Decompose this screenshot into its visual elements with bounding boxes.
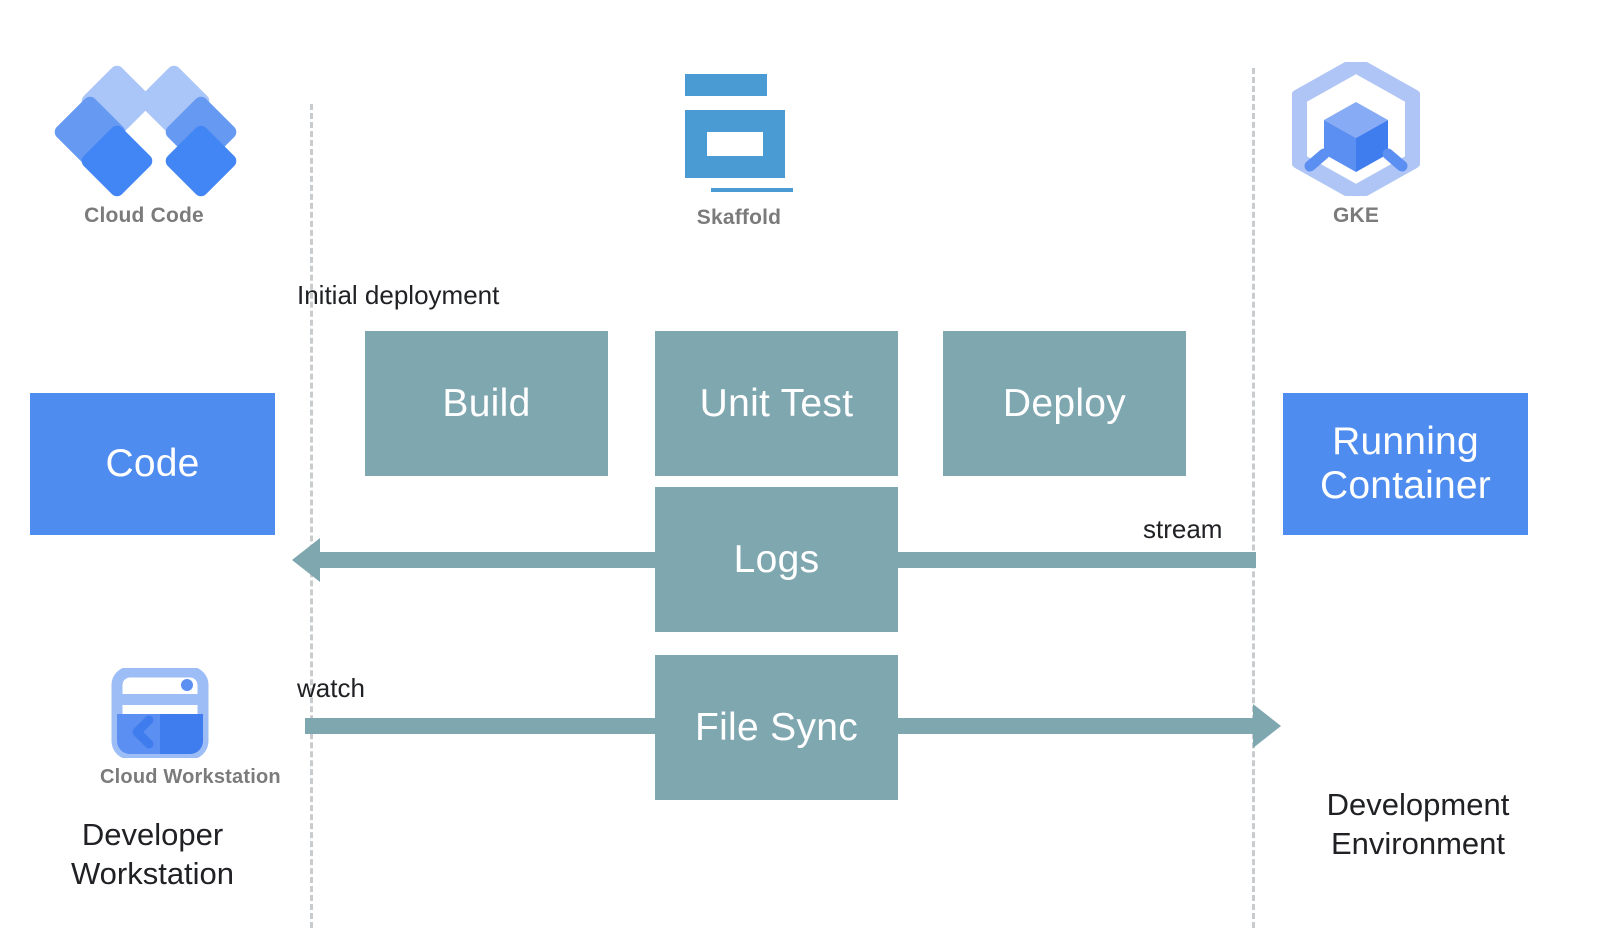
logs-arrow-head-left [292,538,320,582]
process-box-deploy[interactable]: Deploy [943,331,1186,476]
caption-development-environment: Development Environment [1326,787,1510,862]
process-box-logs[interactable]: Logs [655,487,898,632]
endpoint-box-running-container[interactable]: Running Container [1283,393,1528,535]
label-stream: stream [1143,514,1223,544]
cloud-workstation-code-window-icon [111,666,209,760]
skaffold-s-icon [663,70,815,210]
lane-divider-right [1252,68,1255,928]
file-sync-arrow-head-right [1253,704,1281,748]
gke-hexagon-cube-icon [1291,57,1421,201]
label-initial-deployment: Initial deployment [297,280,500,310]
process-box-unit-test[interactable]: Unit Test [655,331,898,476]
process-box-build[interactable]: Build [365,331,608,476]
logo-caption-cloud-workstation: Cloud Workstation [100,766,281,788]
caption-developer-workstation: Developer Workstation [70,817,235,892]
logo-caption-gke: GKE [1332,204,1380,227]
label-watch: watch [297,673,365,703]
cloud-code-diamonds-icon [51,62,240,200]
endpoint-box-code[interactable]: Code [30,393,275,535]
logo-skaffold: Skaffold [663,70,815,230]
logo-cloud-workstation: Cloud Workstation [100,666,281,789]
lane-divider-left [310,104,313,928]
logo-caption-cloud-code: Cloud Code [84,204,204,227]
logo-gke: GKE [1291,57,1421,228]
process-box-file-sync[interactable]: File Sync [655,655,898,800]
logo-caption-skaffold: Skaffold [696,206,782,229]
logo-cloud-code: Cloud Code [51,62,240,228]
